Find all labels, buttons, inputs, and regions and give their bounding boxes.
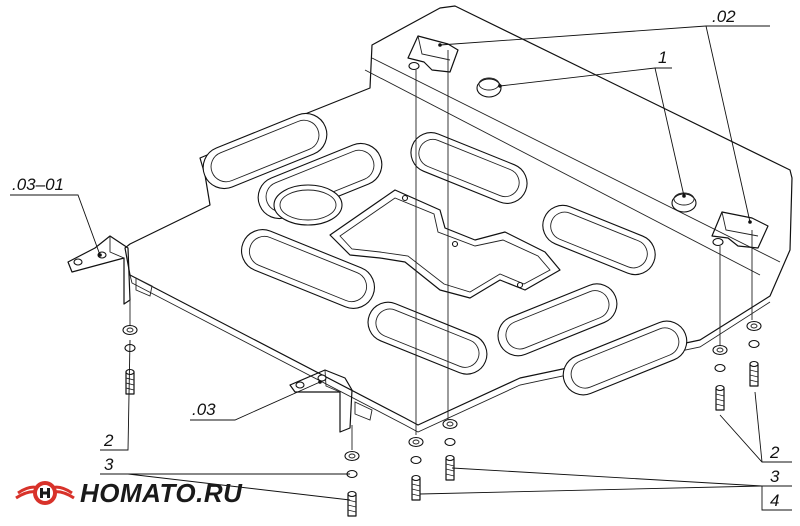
oval-cutout [367,301,488,375]
oval-cutout [410,132,528,204]
rubber-plug [671,192,697,213]
callout-1: 1 [658,48,667,67]
oval-cutout [550,211,648,269]
round-hole [273,184,343,226]
callouts: .02 1 .03–01 .03 2 3 2 3 4 [12,7,780,510]
fastener-stack-front-left-a [408,436,424,501]
oval-cutout [418,138,520,198]
oval-cutout [375,308,480,368]
oval-cutouts [202,112,688,396]
mounting-axes [129,50,753,450]
oval-cutout [210,119,320,183]
drain-hole [401,194,409,202]
rear-bracket-left [67,235,153,305]
oval-cutout [505,290,610,350]
callout-right-2: 2 [769,443,780,462]
drain-hole [451,240,459,248]
stiffening-rib [329,189,561,299]
brand-watermark: HOMATO.RU [14,476,242,510]
callout-03: .03 [192,400,216,419]
callout-right-4: 4 [770,491,779,510]
brand-name: HOMATO.RU [80,477,243,508]
drain-hole [516,281,524,289]
oval-cutout [497,283,618,357]
callout-03-01: .03–01 [12,175,64,194]
fastener-stack-middle-rear [344,450,360,517]
callout-left-3: 3 [104,455,114,474]
oval-cutout [202,112,328,190]
rubber-plug [476,77,502,98]
leader-lines [10,25,792,511]
brand-logo-icon [15,481,75,505]
rear-bracket-middle [289,369,373,433]
callout-right-3: 3 [770,467,780,486]
oval-cutout [562,320,688,396]
front-bracket-left [407,35,459,73]
fastener-stack-front-right-a [712,344,728,411]
fastener-stack-front-left-b [442,418,458,481]
oval-cutout [570,327,680,389]
fastener-stack-front-right-b [746,320,762,387]
callout-02: .02 [712,7,736,26]
oval-cutout [241,229,375,309]
oval-cutout [542,204,656,276]
oval-cutout [248,235,368,303]
front-bracket-right [711,211,769,249]
callout-left-2: 2 [103,431,114,450]
